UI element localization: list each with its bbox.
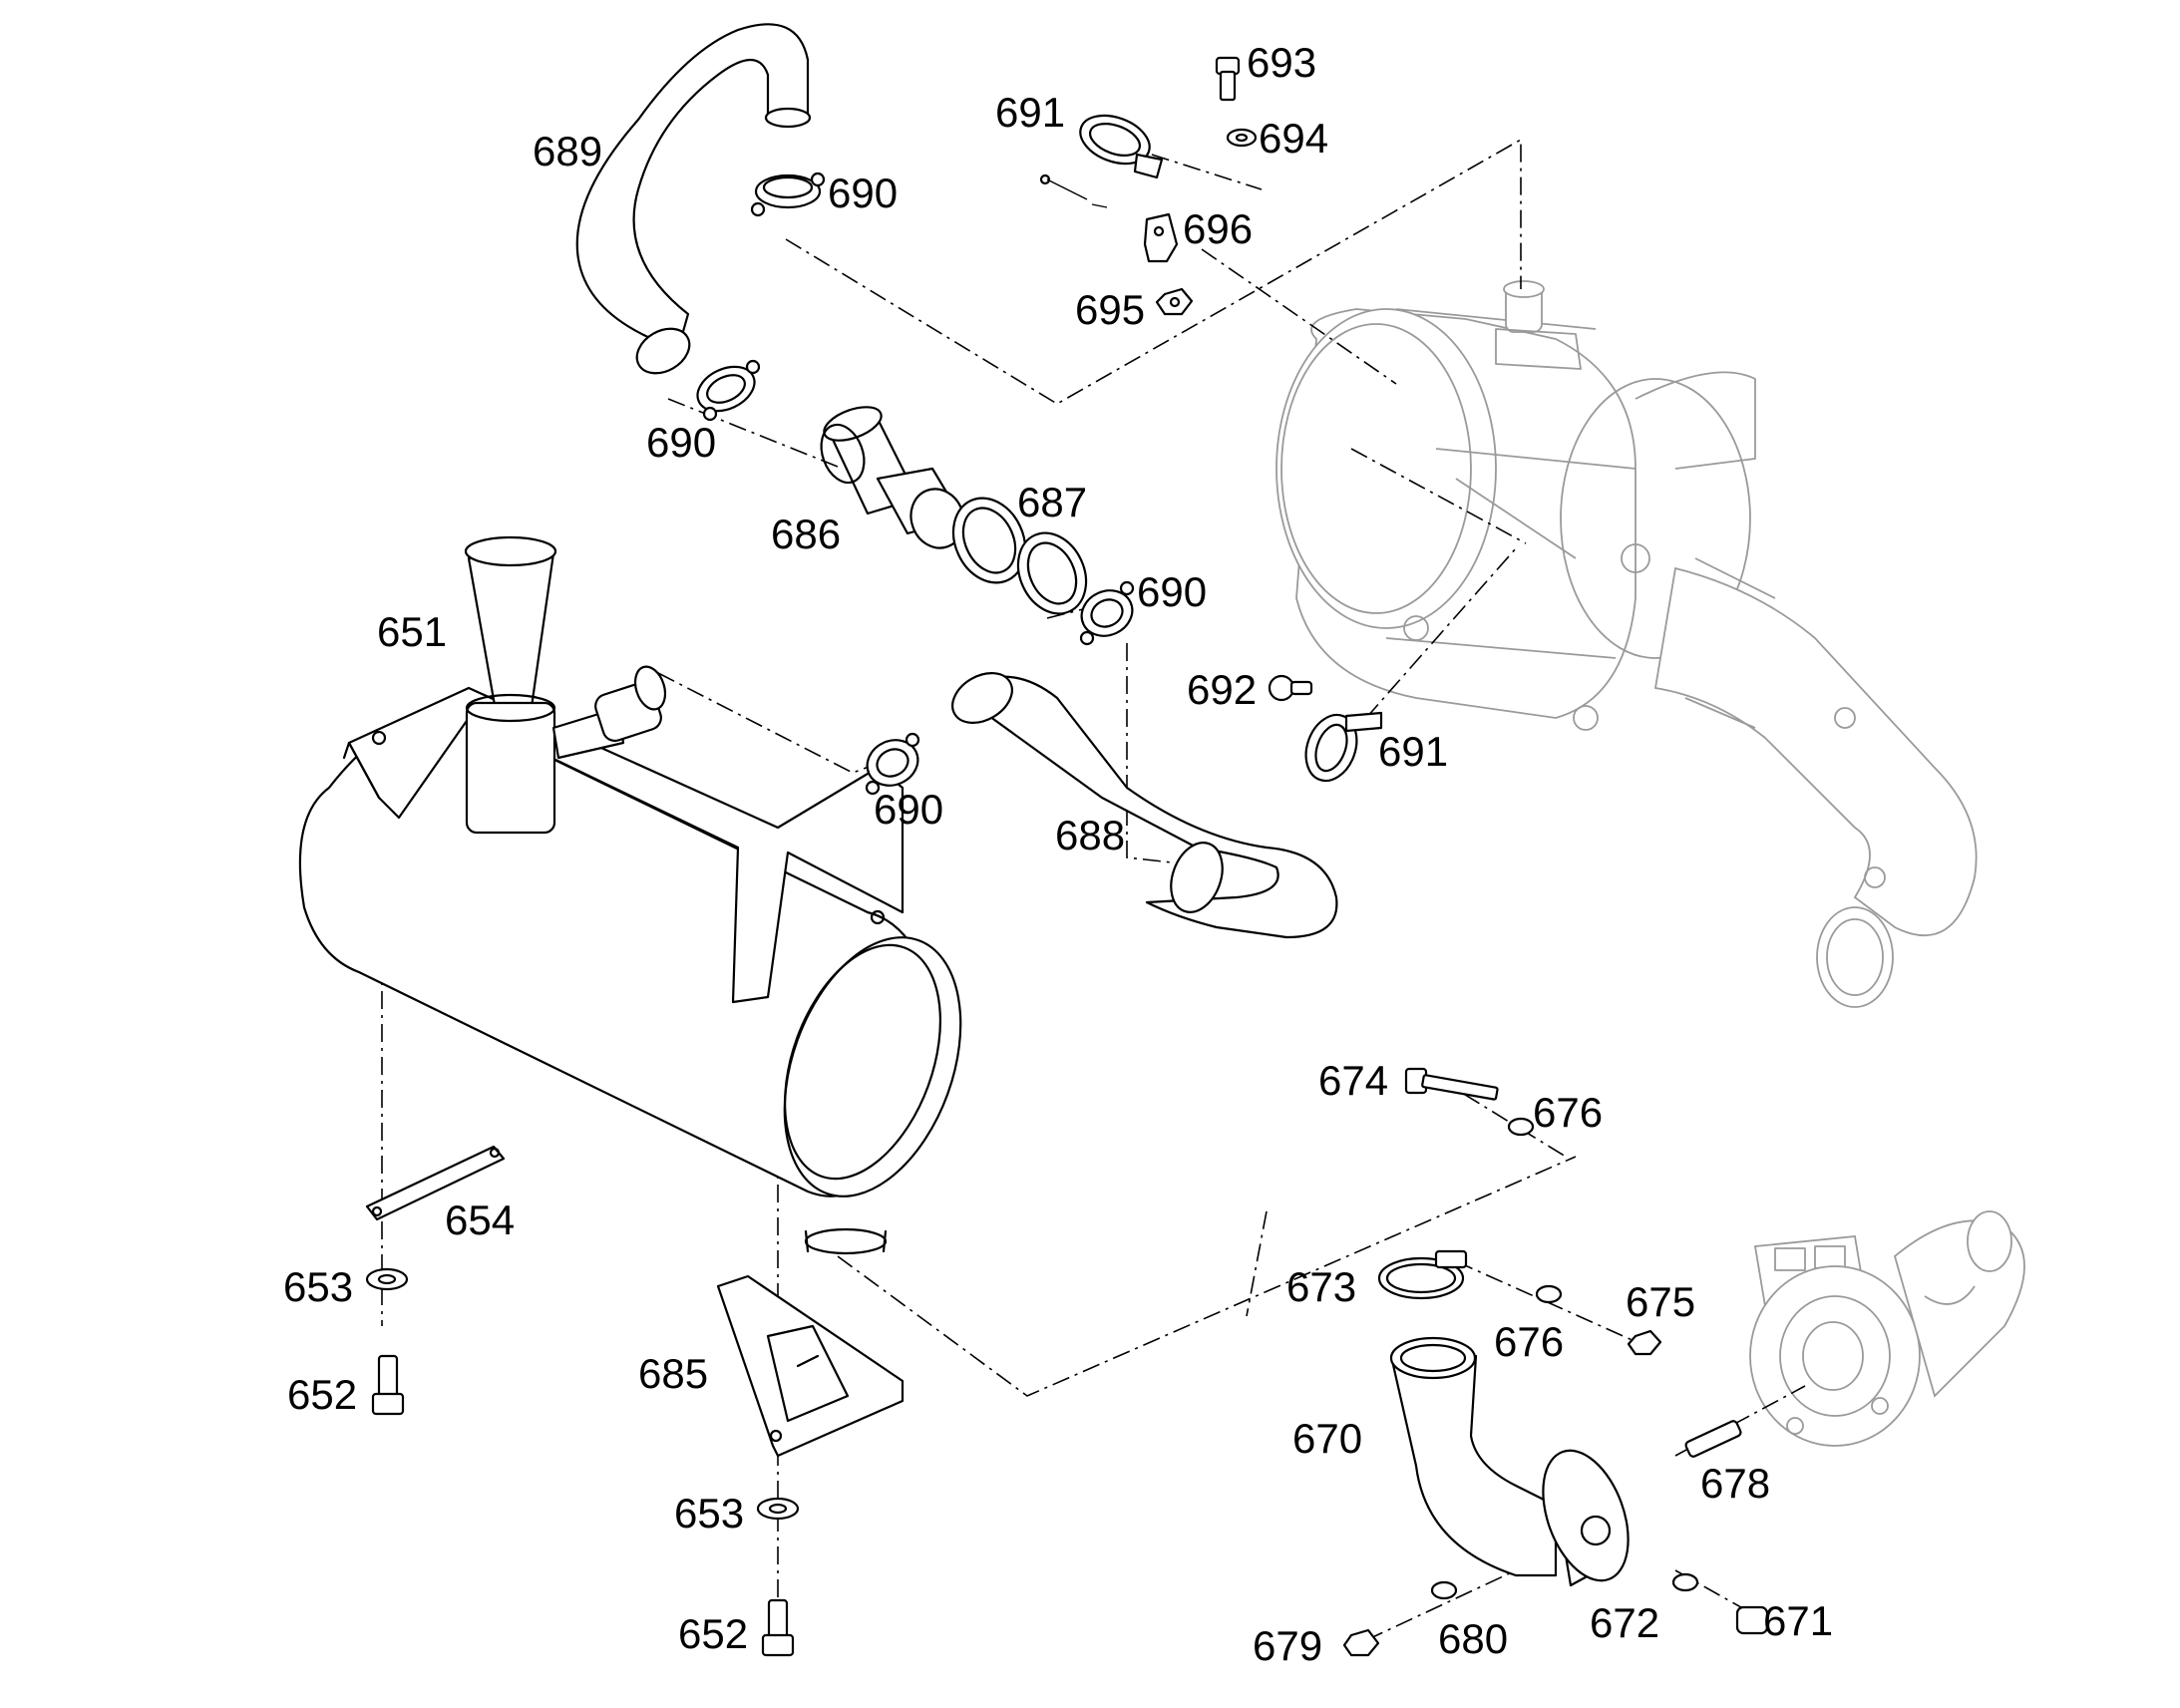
part-691-clip-a [1079, 114, 1164, 179]
callout-673: 673 [1286, 1263, 1356, 1310]
part-696-bracket [1039, 173, 1179, 263]
part-680-washer [1430, 1580, 1458, 1600]
callout-653-a: 653 [283, 1263, 353, 1310]
part-679-nut [1342, 1628, 1380, 1657]
part-678-stud [1684, 1420, 1742, 1458]
callout-680: 680 [1438, 1615, 1508, 1662]
callout-692: 692 [1187, 666, 1257, 713]
part-671-plug [1735, 1605, 1769, 1635]
callout-685: 685 [638, 1350, 708, 1397]
part-673-band-clamp [1377, 1249, 1468, 1300]
part-690-clamp-b [696, 359, 761, 422]
part-694-washer [1226, 128, 1258, 148]
callout-696: 696 [1183, 205, 1253, 252]
callout-653-b: 653 [674, 1490, 744, 1537]
part-676-washer-b [1535, 1284, 1563, 1304]
part-687-band-a [951, 497, 1027, 584]
part-693-bolt [1215, 56, 1241, 102]
callout-690-a: 690 [828, 170, 898, 216]
callout-678: 678 [1700, 1460, 1770, 1507]
callout-671: 671 [1763, 1597, 1833, 1644]
callout-670: 670 [1292, 1415, 1362, 1462]
callout-652-b: 652 [678, 1610, 748, 1657]
callout-688: 688 [1055, 812, 1125, 858]
part-691-clip-b [1304, 711, 1383, 783]
callout-676-b: 676 [1494, 1318, 1564, 1365]
part-690-clamp-a [750, 171, 826, 217]
part-675-nut [1627, 1329, 1662, 1356]
callout-654: 654 [445, 1196, 515, 1243]
part-690-clamp-d [865, 732, 920, 796]
part-686-coupling [820, 406, 965, 549]
callout-691-b: 691 [1378, 728, 1448, 775]
callout-690-c: 690 [1137, 568, 1207, 615]
part-651-muffler [298, 535, 962, 1255]
part-670-exhaust-elbow [1389, 1336, 1630, 1587]
callout-693: 693 [1247, 39, 1316, 86]
part-676-washer-a [1507, 1117, 1535, 1137]
part-685-bracket [716, 1274, 905, 1458]
part-687-band-b [1016, 531, 1088, 615]
callout-686: 686 [771, 511, 841, 557]
callout-labels: 651 652 652 653 653 654 670 671 672 673 … [283, 39, 1833, 1669]
callout-690-b: 690 [646, 419, 716, 466]
part-652-bolt-a [371, 1354, 405, 1416]
part-654-strap [365, 1145, 506, 1221]
callout-675: 675 [1626, 1278, 1695, 1325]
part-652-bolt-b [761, 1598, 795, 1657]
part-672-ring [1671, 1572, 1699, 1592]
callout-690-d: 690 [874, 786, 943, 833]
callout-676-a: 676 [1533, 1089, 1603, 1136]
part-674-bolt [1404, 1067, 1499, 1101]
callout-672: 672 [1590, 1599, 1659, 1646]
aftertreatment-canister-ghost [1275, 280, 1978, 1008]
part-653-washer-b [756, 1497, 800, 1521]
part-653-washer-a [365, 1267, 409, 1291]
callout-651: 651 [377, 608, 447, 655]
callout-679: 679 [1253, 1622, 1322, 1669]
part-695-nut [1155, 287, 1194, 316]
callout-689: 689 [533, 128, 602, 174]
part-689-upper-hose [575, 23, 812, 375]
callout-695: 695 [1075, 286, 1145, 333]
part-692-screw [1268, 674, 1313, 702]
turbocharger-ghost [1749, 1210, 2025, 1447]
callout-694: 694 [1259, 115, 1328, 162]
callout-652-a: 652 [287, 1371, 357, 1418]
callout-674: 674 [1318, 1057, 1388, 1104]
part-690-clamp-c [1079, 580, 1135, 646]
callout-691-a: 691 [995, 89, 1065, 136]
part-688-lower-pipe [951, 672, 1338, 939]
callout-687: 687 [1017, 479, 1087, 525]
